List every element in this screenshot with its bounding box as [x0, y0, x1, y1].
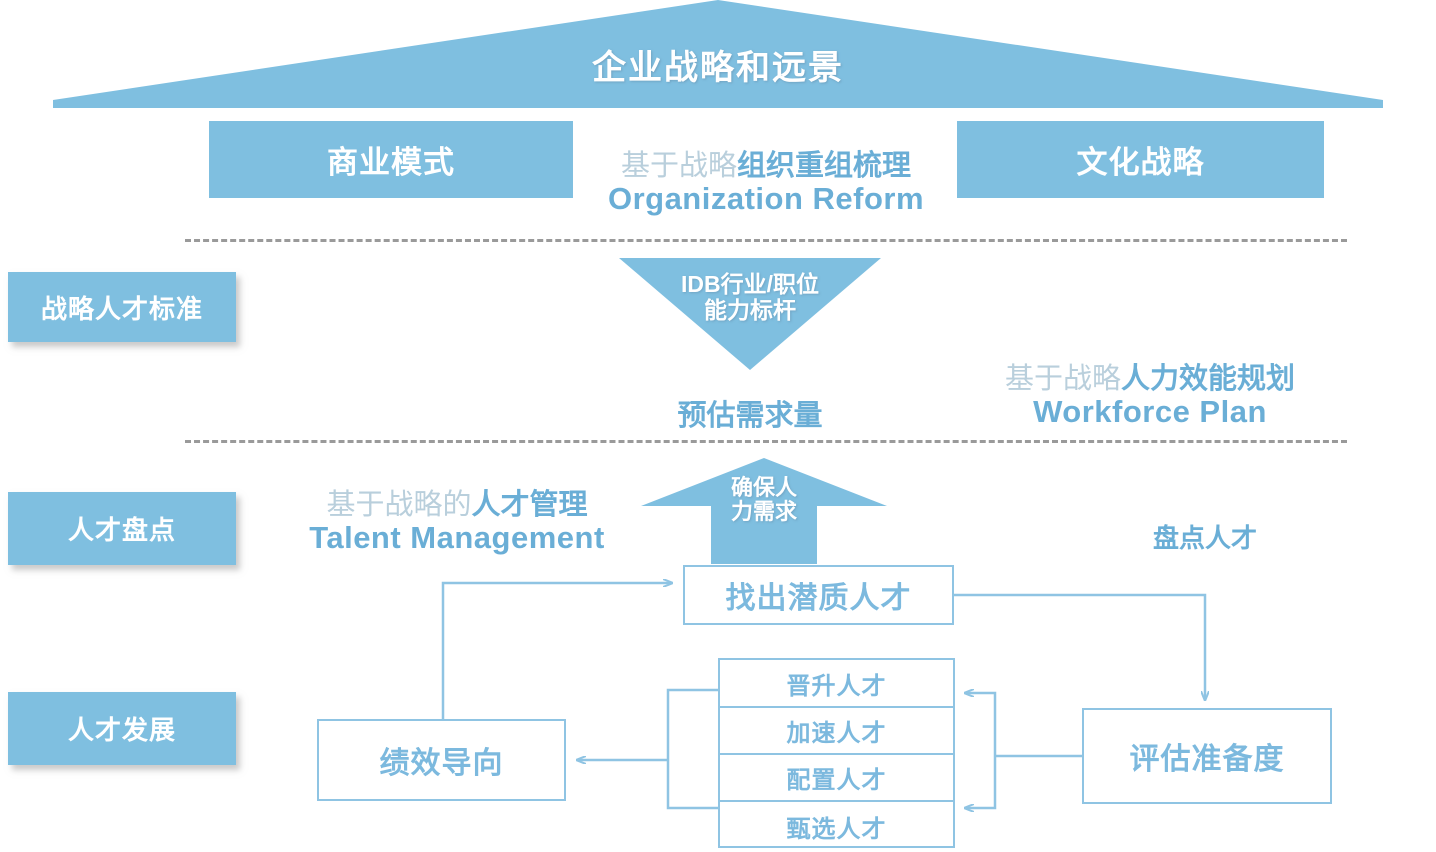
- pillar-culture-strategy-label: 文化战略: [1076, 145, 1205, 180]
- pillar-culture-strategy[interactable]: 文化战略: [957, 121, 1324, 198]
- divider-top: [185, 239, 1347, 242]
- caption-talent-management-cn: 基于战略的人才管理: [262, 489, 652, 521]
- caption-workforce-plan: 基于战略人力效能规划 Workforce Plan: [950, 363, 1350, 430]
- caption-workforce-plan-en: Workforce Plan: [1033, 394, 1267, 430]
- funnel-label-line1: IDB行业/职位: [681, 271, 819, 297]
- roof-title: 企业战略和远景: [592, 49, 844, 87]
- inventory-talent-flow-label: 盘点人才: [1152, 523, 1257, 553]
- caption-talent-management-cn-soft: 基于战略的: [326, 489, 472, 521]
- uparrow-label-line2: 力需求: [730, 499, 797, 525]
- box-assess-readiness[interactable]: 评估准备度: [1082, 708, 1332, 804]
- pillar-business-model[interactable]: 商业模式: [209, 121, 573, 198]
- caption-workforce-plan-cn-soft: 基于战略: [1004, 363, 1121, 395]
- caption-talent-management: 基于战略的人才管理 Talent Management: [262, 489, 652, 556]
- sidebar-item-talent-review-label: 人才盘点: [67, 515, 176, 545]
- strategy-roof-shape: 企业战略和远景: [53, 0, 1383, 108]
- stack-row-accelerate[interactable]: 加速人才: [720, 708, 953, 755]
- talent-action-stack: 晋升人才 加速人才 配置人才 甄选人才: [718, 658, 955, 848]
- caption-organization-reform-en: Organization Reform: [607, 181, 925, 217]
- caption-talent-management-en: Talent Management: [309, 520, 605, 556]
- sidebar-item-strategic-talent-standard-label: 战略人才标准: [40, 293, 203, 324]
- funnel-label: IDB行业/职位 能力标杆: [619, 271, 881, 324]
- stack-row-deploy-label: 配置人才: [786, 767, 887, 794]
- box-performance-orientation-label: 绩效导向: [379, 747, 504, 780]
- estimated-demand-label: 预估需求量: [677, 400, 823, 432]
- box-find-potential-talent-label: 找出潜质人才: [725, 582, 912, 615]
- stack-row-promote[interactable]: 晋升人才: [720, 660, 953, 708]
- stack-row-accelerate-label: 加速人才: [786, 720, 887, 747]
- idb-capability-funnel-shape: IDB行业/职位 能力标杆: [619, 258, 881, 370]
- pillar-business-model-label: 商业模式: [327, 145, 455, 180]
- sidebar-item-strategic-talent-standard[interactable]: 战略人才标准: [8, 272, 236, 342]
- caption-talent-management-cn-strong: 人才管理: [471, 489, 588, 521]
- caption-workforce-plan-cn-strong: 人力效能规划: [1121, 363, 1296, 395]
- box-performance-orientation[interactable]: 绩效导向: [317, 719, 566, 801]
- uparrow-label: 确保人 力需求: [641, 475, 887, 525]
- uparrow-label-line1: 确保人: [730, 475, 797, 500]
- sidebar-item-talent-development[interactable]: 人才发展: [8, 692, 236, 765]
- sidebar-item-talent-development-label: 人才发展: [67, 715, 176, 745]
- caption-organization-reform-cn-strong: 组织重组梳理: [737, 150, 912, 182]
- funnel-label-line2: 能力标杆: [704, 296, 796, 323]
- caption-organization-reform-cn-soft: 基于战略: [620, 150, 737, 182]
- ensure-manpower-up-arrow-shape: 确保人 力需求: [641, 458, 887, 564]
- caption-organization-reform: 基于战略组织重组梳理 Organization Reform: [573, 150, 959, 217]
- box-assess-readiness-label: 评估准备度: [1129, 743, 1285, 776]
- box-find-potential-talent[interactable]: 找出潜质人才: [683, 565, 954, 625]
- stack-row-promote-label: 晋升人才: [786, 672, 887, 700]
- sidebar-item-talent-review[interactable]: 人才盘点: [8, 492, 236, 565]
- stack-row-deploy[interactable]: 配置人才: [720, 755, 953, 802]
- divider-bottom: [185, 440, 1347, 443]
- stack-row-select-label: 甄选人才: [786, 815, 887, 843]
- caption-workforce-plan-cn: 基于战略人力效能规划: [950, 363, 1350, 395]
- caption-organization-reform-cn: 基于战略组织重组梳理: [573, 150, 959, 182]
- stack-row-select[interactable]: 甄选人才: [720, 802, 953, 850]
